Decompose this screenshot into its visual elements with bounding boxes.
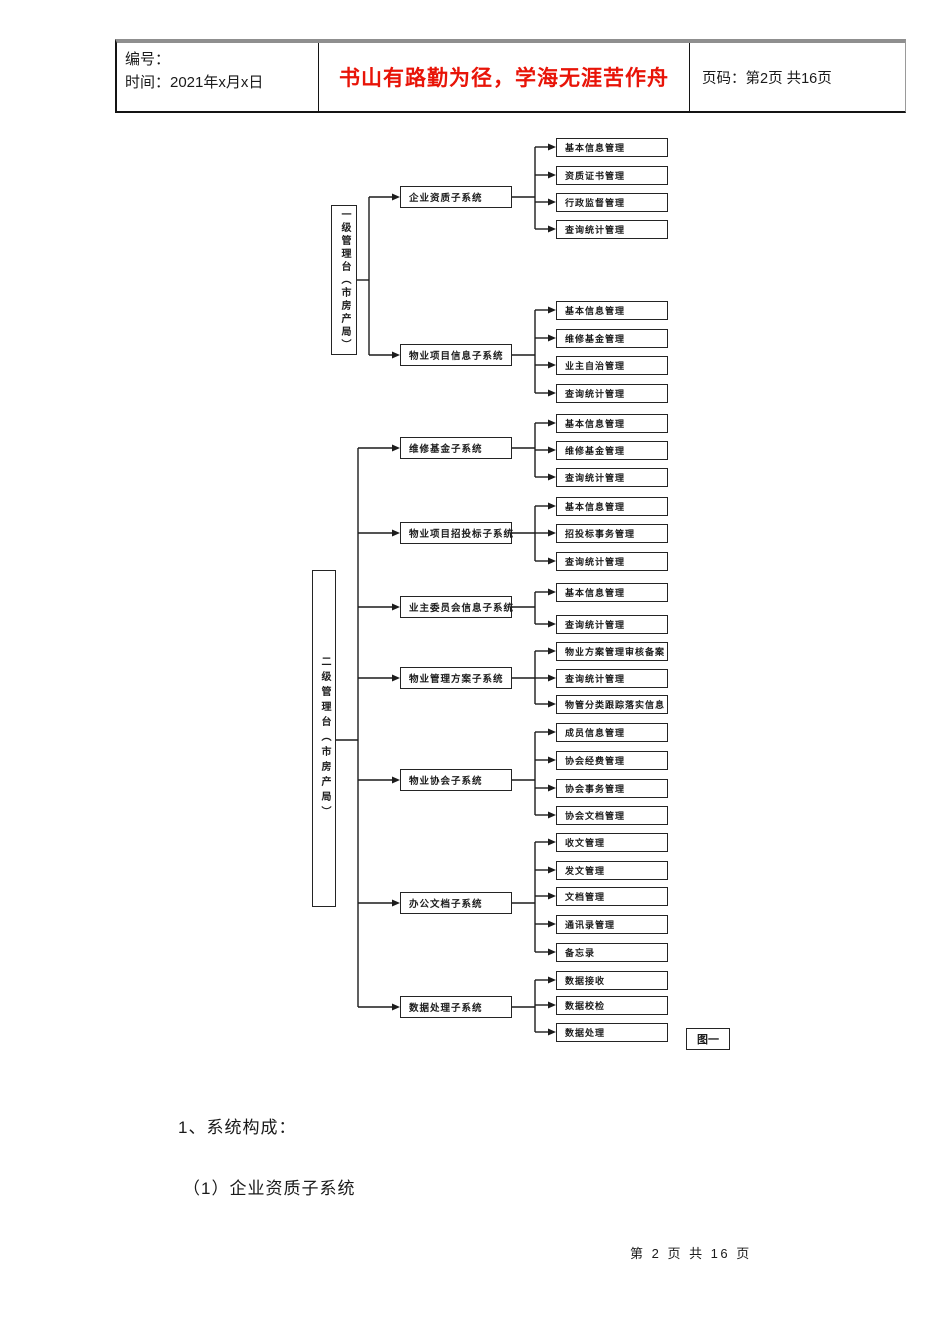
leaf-box: 文档管理: [556, 887, 668, 906]
section-heading: 1、系统构成：: [178, 1118, 297, 1137]
header-meta-cell: 编号： 时间：2021年x月x日: [117, 43, 319, 111]
leaf-box: 物业方案管理审核备案: [556, 642, 668, 661]
figure-caption: 图一: [697, 1034, 719, 1046]
leaf-box: 基本信息管理: [556, 301, 668, 320]
root-box-label: 二级管理台（市房产局）: [319, 656, 330, 821]
subsystem-box: 办公文档子系统: [400, 892, 512, 914]
leaf-box: 查询统计管理: [556, 220, 668, 239]
header-motto-cell: 书山有路勤为径，学海无涯苦作舟: [319, 43, 690, 111]
leaf-box: 基本信息管理: [556, 414, 668, 433]
leaf-box: 业主自治管理: [556, 356, 668, 375]
leaf-box: 收文管理: [556, 833, 668, 852]
page-footer: 第 2 页 共 16 页: [630, 1246, 752, 1261]
leaf-box: 查询统计管理: [556, 615, 668, 634]
leaf-box: 成员信息管理: [556, 723, 668, 742]
root-box-label: 一级管理台（市房产局）: [339, 208, 350, 352]
leaf-box: 行政监督管理: [556, 193, 668, 212]
leaf-box: 资质证书管理: [556, 166, 668, 185]
subsystem-box: 企业资质子系统: [400, 186, 512, 208]
motto-text: 书山有路勤为径，学海无涯苦作舟: [339, 67, 669, 90]
leaf-box: 备忘录: [556, 943, 668, 962]
subsystem-box: 物业协会子系统: [400, 769, 512, 791]
subsection-heading: （1）企业资质子系统: [183, 1179, 356, 1198]
subsystem-box: 维修基金子系统: [400, 437, 512, 459]
leaf-box: 协会文档管理: [556, 806, 668, 825]
subsystem-box: 业主委员会信息子系统: [400, 596, 513, 618]
leaf-box: 基本信息管理: [556, 497, 668, 516]
leaf-box: 查询统计管理: [556, 468, 668, 487]
header-table: 编号： 时间：2021年x月x日 书山有路勤为径，学海无涯苦作舟 页码：第2页 …: [115, 39, 906, 113]
leaf-box: 数据校检: [556, 996, 668, 1015]
leaf-box: 基本信息管理: [556, 583, 668, 602]
header-page-label: 页码：第2页 共16页: [702, 70, 832, 87]
leaf-box: 数据接收: [556, 971, 668, 990]
leaf-box: 查询统计管理: [556, 552, 668, 571]
leaf-box: 协会事务管理: [556, 779, 668, 798]
subsystem-box: 物业管理方案子系统: [400, 667, 512, 689]
leaf-box: 基本信息管理: [556, 138, 668, 157]
figure-caption-box: 图一: [686, 1028, 730, 1050]
header-number-label: 编号：: [125, 51, 171, 68]
subsystem-box: 物业项目信息子系统: [400, 344, 512, 366]
subsystem-box: 数据处理子系统: [400, 996, 512, 1018]
leaf-box: 维修基金管理: [556, 441, 668, 460]
leaf-box: 物管分类跟踪落实信息: [556, 695, 668, 714]
leaf-box: 查询统计管理: [556, 384, 668, 403]
leaf-box: 招投标事务管理: [556, 524, 668, 543]
leaf-box: 维修基金管理: [556, 329, 668, 348]
leaf-box: 查询统计管理: [556, 669, 668, 688]
root-box-level-2: 二级管理台（市房产局）: [312, 570, 336, 907]
root-box-level-1: 一级管理台（市房产局）: [331, 205, 357, 355]
header-date-label: 时间：2021年x月x日: [125, 74, 264, 91]
header-page-cell: 页码：第2页 共16页: [690, 43, 905, 111]
leaf-box: 通讯录管理: [556, 915, 668, 934]
subsystem-box: 物业项目招投标子系统: [400, 522, 513, 544]
leaf-box: 协会经费管理: [556, 751, 668, 770]
leaf-box: 发文管理: [556, 861, 668, 880]
leaf-box: 数据处理: [556, 1023, 668, 1042]
